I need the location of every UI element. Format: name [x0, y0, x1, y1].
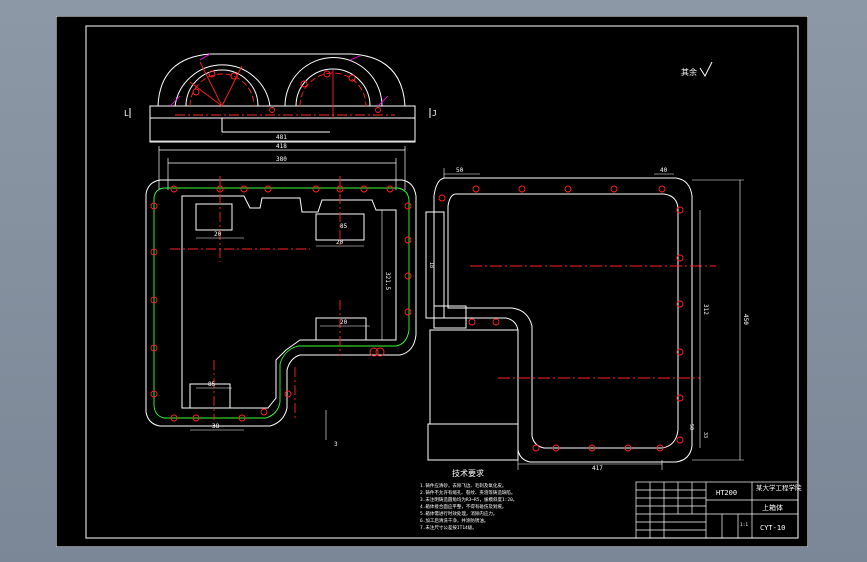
- dim-3: 3: [334, 441, 338, 448]
- dim-50-b: 50: [688, 424, 694, 430]
- right-plan-dims: [443, 168, 744, 470]
- dim-18: 18: [428, 262, 434, 268]
- dim-312: 312: [702, 304, 709, 315]
- svg-text:5.箱体需进行时效处理，消除内应力。: 5.箱体需进行时效处理，消除内应力。: [420, 510, 497, 517]
- roughness-symbol-icon: [699, 61, 713, 78]
- left-plan-dims: [190, 210, 383, 440]
- dim-450: 450: [742, 314, 749, 325]
- dim-20-c: 20: [340, 319, 348, 326]
- side-dimension-lines: [150, 140, 415, 190]
- dim-85-a: 85: [208, 381, 216, 388]
- cad-drawing: 其余 L J: [55, 15, 809, 548]
- dim-380: 380: [276, 156, 287, 163]
- dim-481: 481: [276, 134, 287, 141]
- left-plan-gasket: [153, 187, 410, 419]
- svg-text:2.铸件不允许有缩孔、裂纹、夹渣等铸造缺陷。: 2.铸件不允许有缩孔、裂纹、夹渣等铸造缺陷。: [420, 489, 515, 496]
- side-section-bolts: [192, 70, 381, 113]
- dim-417: 417: [592, 465, 603, 472]
- svg-text:7.未注尺寸公差按IT14级。: 7.未注尺寸公差按IT14级。: [420, 524, 477, 531]
- roughness-label: 其余: [681, 67, 697, 77]
- title-school: 某大学工程学院: [756, 483, 802, 492]
- side-section-hatch: [169, 53, 389, 107]
- dim-33: 33: [702, 432, 708, 438]
- dim-38: 38: [212, 423, 220, 430]
- svg-text:4.箱体接合面应平整，不得有碰伤及划痕。: 4.箱体接合面应平整，不得有碰伤及划痕。: [420, 503, 506, 510]
- dim-20-a: 20: [214, 231, 222, 238]
- svg-text:6.加工后清洗干净，并涂防锈油。: 6.加工后清洗干净，并涂防锈油。: [420, 517, 488, 524]
- inner-border: [85, 25, 799, 539]
- tech-req-lines: 1.铸件应清砂，去除飞边、毛刺及氧化皮。 2.铸件不允许有缩孔、裂纹、夹渣等铸造…: [420, 482, 517, 531]
- title-drawing-no: CYT-10: [760, 524, 785, 532]
- left-plan-centerlines: [170, 176, 341, 420]
- right-plan-view: [425, 177, 693, 463]
- svg-text:1.铸件应清砂，去除飞边、毛刺及氧化皮。: 1.铸件应清砂，去除飞边、毛刺及氧化皮。: [420, 482, 506, 489]
- svg-text:3.未注明铸造圆角均为R3~R5，拔模斜度1:20。: 3.未注明铸造圆角均为R3~R5，拔模斜度1:20。: [420, 496, 517, 503]
- dim-321-5: 321.5: [384, 272, 391, 290]
- section-label-right: J: [432, 109, 437, 118]
- side-section-centers: [175, 61, 395, 118]
- dim-418: 418: [276, 143, 287, 150]
- dim-20-b: 20: [336, 239, 344, 246]
- title-material: HT200: [716, 489, 737, 497]
- right-plan-bolt-holes: [438, 185, 684, 452]
- section-markers: [129, 108, 431, 118]
- dim-50-a: 50: [456, 167, 464, 174]
- right-plan-centerlines: [470, 265, 716, 379]
- side-section-view: [149, 53, 416, 143]
- title-part-name: 上箱体: [762, 503, 783, 512]
- outer-border: [55, 15, 809, 548]
- title-block: [635, 481, 799, 539]
- dim-40: 40: [660, 167, 668, 174]
- drawing-frame: 其余 L J: [55, 15, 809, 548]
- tech-req-title: 技术要求: [452, 468, 484, 478]
- section-label-left: L: [124, 109, 129, 118]
- left-plan-bolt-holes: [150, 185, 412, 422]
- dim-85-b: 85: [340, 223, 348, 230]
- title-scale: 1:1: [740, 522, 748, 528]
